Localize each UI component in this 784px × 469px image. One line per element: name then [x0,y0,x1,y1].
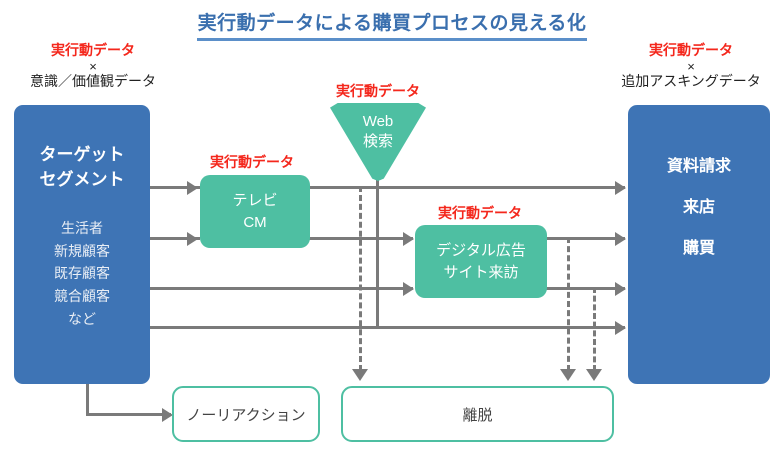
arrowhead-dropoff-left [352,369,368,381]
tv-cm-label-line2: CM [243,213,267,231]
connector-web-trunk [376,176,379,328]
goal-list: 資料請求 来店 購買 [628,147,770,269]
web-search-label-line2: 検索 [362,133,393,151]
arrowhead-noreaction [162,408,173,422]
title-underline [197,38,587,41]
list-item: 来店 [682,198,715,216]
arrowhead-dropoff-right [586,369,602,381]
left-caption-black: 意識／価値観データ [30,73,156,90]
right-caption-black: 追加アスキングデータ [621,73,761,90]
connector-tv-to-goal-row1 [309,186,625,189]
list-item: 資料請求 [666,158,731,175]
digital-ad-node[interactable]: デジタル広告 サイト来訪 [415,225,547,298]
no-reaction-label: ノーリアクション [186,406,306,424]
web-data-caption: 実行動データ [336,83,420,99]
tv-cm-node[interactable]: テレビ CM [200,175,310,248]
right-caption-times: × [687,58,695,74]
arrowhead-tv-row2 [187,232,198,246]
arrowhead-tv-row1 [187,181,198,195]
target-segment-title-line1: ターゲット [39,145,125,164]
list-item: 競合顧客 [54,288,110,305]
page-title: 実行動データによる購買プロセスの見える化 [197,13,587,34]
arrowhead-dropoff-mid [560,369,576,381]
list-item: 新規顧客 [54,242,110,259]
target-segment-title-line2: セグメント [39,169,125,189]
web-search-label-line1: Web [362,113,394,130]
arrowhead-digital-row2 [403,232,414,246]
arrowhead-goal-row3 [615,282,626,296]
web-search-node[interactable]: Web 検索 [330,103,426,181]
tv-cm-label-line1: テレビ [232,191,278,209]
connector-digital-to-goal-row2 [546,237,625,240]
arrowhead-goal-row2 [615,232,626,246]
arrowhead-goal-row4 [615,321,626,335]
connector-seg-to-tv-row2 [150,237,200,240]
list-item: 生活者 [61,220,103,236]
connector-digital-to-goal-row3 [546,287,625,290]
no-reaction-box[interactable]: ノーリアクション [172,386,320,442]
target-segment-list: 生活者 新規顧客 既存顧客 競合顧客 など [14,217,150,330]
connector-seg-to-digital-row3 [150,287,413,290]
dropoff-dashed-right [593,287,596,371]
arrowhead-digital-row3 [403,282,414,296]
list-item: 購買 [682,239,715,257]
dropoff-dashed-left [359,186,362,371]
dropoff-label: 離脱 [462,406,493,424]
arrowhead-goal-row1 [615,181,626,195]
target-segment-title: ターゲット セグメント [14,143,150,192]
digital-ad-label: デジタル広告 サイト来訪 [436,240,526,284]
connector-seg-to-noreaction [86,413,171,416]
connector-seg-drop-vertical [86,378,89,416]
connector-seg-to-tv-row1 [150,186,200,189]
digital-data-caption: 実行動データ [438,205,522,221]
right-data-caption: 実行動データ × 追加アスキングデータ [598,42,784,91]
dropoff-box[interactable]: 離脱 [341,386,614,442]
right-caption-red: 実行動データ [649,42,733,58]
tv-cm-label: テレビ CM [232,190,277,234]
list-item: など [68,310,96,327]
left-caption-red: 実行動データ [51,42,135,58]
tv-data-caption: 実行動データ [210,154,294,170]
connector-seg-to-goal-row4 [150,326,625,329]
left-caption-times: × [89,58,97,74]
digital-ad-label-line2: サイト来訪 [443,263,519,281]
target-segment-box[interactable]: ターゲット セグメント 生活者 新規顧客 既存顧客 競合顧客 など [14,105,150,384]
digital-ad-label-line1: デジタル広告 [436,241,526,259]
list-item: 既存顧客 [54,265,110,282]
left-data-caption: 実行動データ × 意識／価値観データ [0,42,186,91]
goal-box[interactable]: 資料請求 来店 購買 [628,105,770,384]
dropoff-dashed-mid [567,237,570,371]
